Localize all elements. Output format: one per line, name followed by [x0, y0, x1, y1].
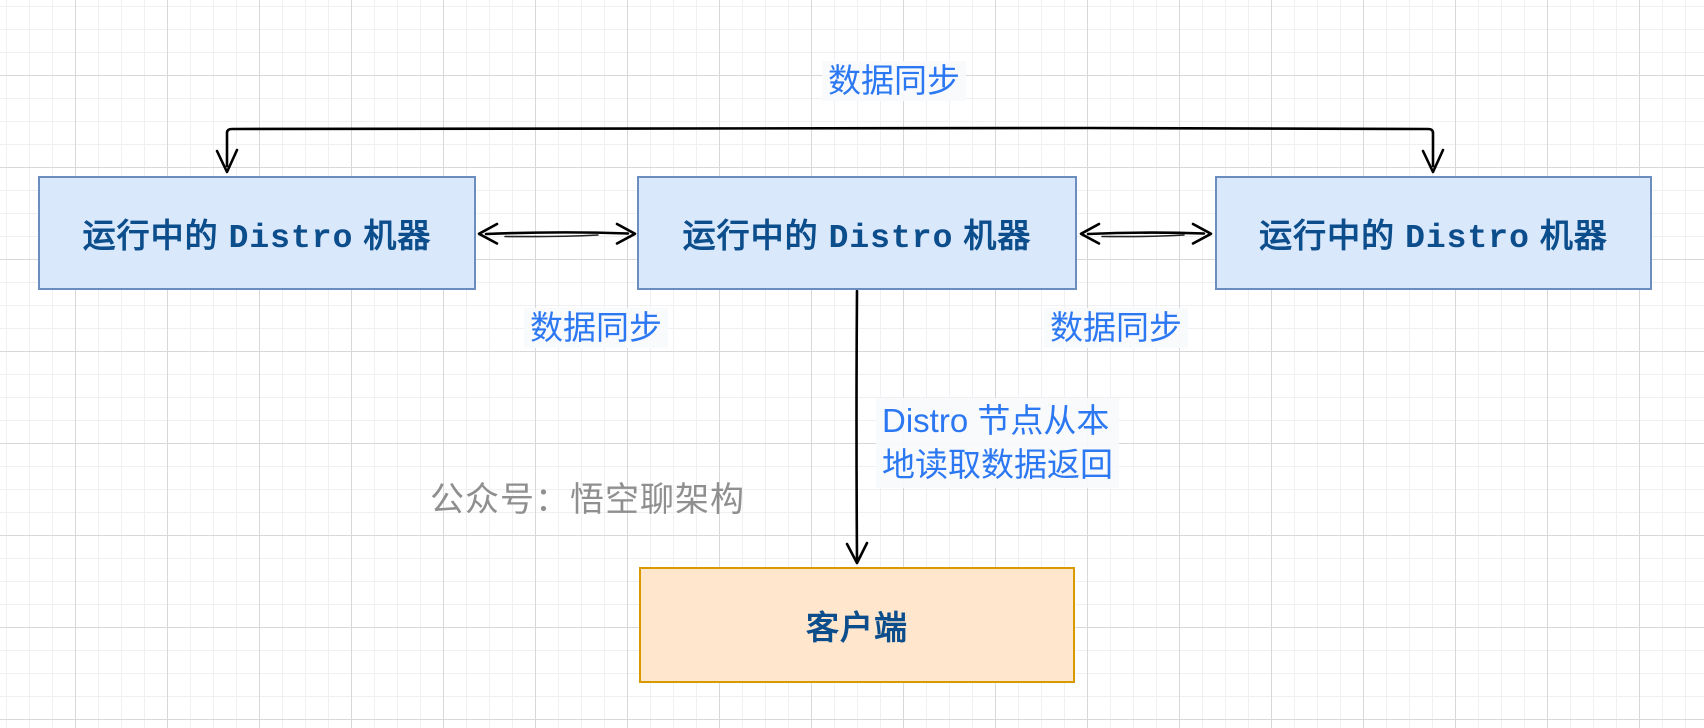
node-label: 客户端: [806, 609, 908, 646]
arrowhead-left-icon: [477, 222, 499, 245]
sync-arrow-left: [477, 222, 637, 245]
arrowhead-down-right-icon: [1421, 148, 1445, 174]
edge-label-sync-right: 数据同步: [1044, 308, 1188, 348]
arrowhead-down-left-icon: [215, 148, 239, 174]
read-note-line-2: 地读取数据返回: [882, 446, 1113, 483]
node-client: 客户端: [639, 567, 1075, 683]
edge-label-sync-left: 数据同步: [524, 308, 668, 348]
watermark-text: 公众号：悟空聊架构: [430, 481, 745, 519]
read-note-line-1: Distro 节点从本: [882, 402, 1110, 439]
sync-arrow-right: [1079, 222, 1213, 245]
arrowhead-right-icon: [615, 222, 637, 245]
read-arrow-down: [845, 289, 869, 565]
arrowhead-left-icon: [1079, 222, 1101, 245]
arrowhead-down-icon: [845, 541, 869, 565]
edge-label-read-note: Distro 节点从本 地读取数据返回: [876, 398, 1119, 488]
sync-arrow-top: [215, 126, 1445, 174]
arrowhead-right-icon: [1191, 222, 1213, 245]
edge-label-sync-top: 数据同步: [822, 61, 966, 101]
